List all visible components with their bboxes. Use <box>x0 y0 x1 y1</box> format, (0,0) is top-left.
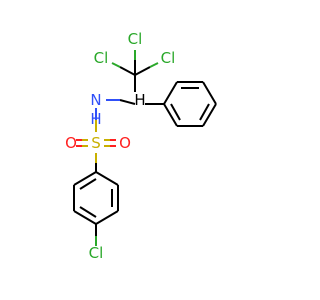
bond-ch-n <box>119 99 136 105</box>
phenyl-bond-3 <box>202 81 217 105</box>
chlorophenyl-ring <box>73 171 119 225</box>
atom-nitrogen: N <box>90 91 101 109</box>
phenyl-double-3 <box>170 103 181 121</box>
phenyl-bond-6 <box>163 103 178 127</box>
chlorophenyl-double-3 <box>79 178 97 190</box>
bond-c-cl-right-colored <box>149 62 159 68</box>
atom-hydrogen-on-nitrogen: H <box>90 110 101 128</box>
bond-c-cl-left <box>119 66 136 76</box>
phenyl-double-2 <box>199 103 210 121</box>
atom-cl-top-right: Cl <box>161 49 176 67</box>
chlorophenyl-bond-6 <box>73 171 97 186</box>
molecule-structure: Cl Cl Cl N H H S O O Cl <box>65 30 217 262</box>
atom-oxygen-right: O <box>119 134 131 152</box>
atom-oxygen-left: O <box>65 134 77 152</box>
phenyl-bond-4 <box>202 103 217 127</box>
atom-sulfur: S <box>91 134 101 152</box>
sulfonyl-bonds <box>76 139 116 147</box>
bond-c-cl-right <box>134 66 151 76</box>
chlorophenyl-double-2 <box>79 206 97 218</box>
chlorophenyl-bond-3 <box>95 210 119 225</box>
atom-cl-top-left: Cl <box>94 49 109 67</box>
chlorophenyl-bond-1 <box>95 171 119 186</box>
phenyl-ring <box>163 81 217 127</box>
atom-cl-bottom: Cl <box>89 244 104 262</box>
atom-cl-top-middle: Cl <box>128 30 143 48</box>
atom-hydrogen-on-carbon: H <box>134 91 145 109</box>
bond-c-cl-left-colored <box>111 62 121 68</box>
phenyl-bond-1 <box>163 81 178 105</box>
ccl3-bonds <box>111 50 159 76</box>
chlorophenyl-bond-4 <box>73 210 97 225</box>
